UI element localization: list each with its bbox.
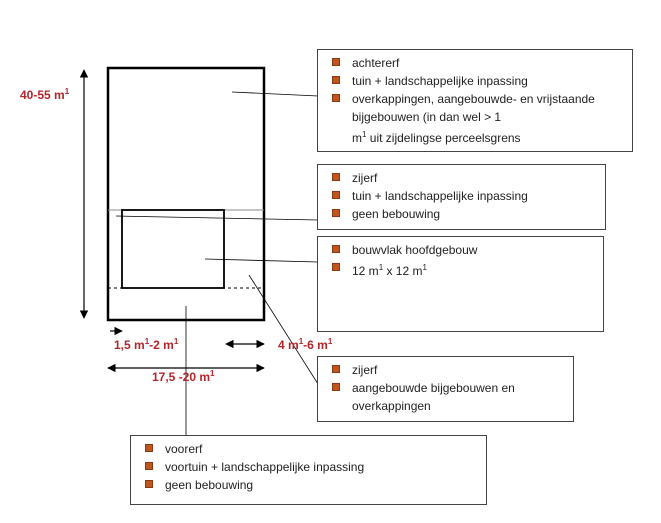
leader-achtererf — [231, 91, 319, 97]
bullet-icon — [145, 480, 153, 488]
list-item: zijerf — [332, 169, 599, 187]
list-item: geen bebouwing — [145, 476, 480, 494]
bullet-icon — [332, 94, 340, 102]
bullet-icon — [332, 209, 340, 217]
list-item: geen bebouwing — [332, 205, 599, 223]
leader-zijerf-top — [115, 215, 319, 221]
bullet-icon — [332, 191, 340, 199]
bullet-icon — [332, 365, 340, 373]
callout-zijerf-top: zijerf tuin + landschappelijke inpassing… — [317, 164, 606, 230]
building-footprint — [121, 209, 225, 289]
side-left-label: 1,5 m1-2 m1 — [114, 337, 179, 352]
bullet-icon — [332, 76, 340, 84]
bullet-icon — [332, 58, 340, 66]
list-item: 12 m1 x 12 m1 — [332, 259, 597, 280]
depth-label: 40-55 m1 — [20, 87, 70, 102]
bullet-icon — [332, 245, 340, 253]
list-item: overkappingen, aangebouwde- en vrijstaan… — [332, 90, 626, 147]
callout-bouwvlak: bouwvlak hoofdgebouw 12 m1 x 12 m1 — [317, 236, 604, 332]
bullet-icon — [145, 462, 153, 470]
list-item: tuin + landschappelijke inpassing — [332, 187, 599, 205]
bullet-icon — [332, 383, 340, 391]
plot-outline — [106, 66, 266, 322]
width-label: 17,5 -20 m1 — [152, 369, 215, 384]
bullet-icon — [332, 173, 340, 181]
bullet-icon — [332, 263, 340, 271]
leader-bouwvlak — [204, 258, 319, 263]
side-right-label: 4 m1-6 m1 — [278, 337, 333, 352]
callout-achtererf: achtererf tuin + landschappelijke inpass… — [317, 49, 633, 152]
list-item: tuin + landschappelijke inpassing — [332, 72, 626, 90]
list-item: achtererf — [332, 54, 626, 72]
list-item: zijerf — [332, 361, 567, 379]
callout-zijerf-bottom: zijerf aangebouwde bijgebouwen en overka… — [317, 356, 574, 422]
leader-zijerf-bottom — [248, 274, 319, 385]
list-item: aangebouwde bijgebouwen en overkappingen — [332, 379, 567, 415]
callout-voorerf: voorerf voortuin + landschappelijke inpa… — [130, 435, 487, 505]
list-item: voortuin + landschappelijke inpassing — [145, 458, 480, 476]
list-item: voorerf — [145, 440, 480, 458]
list-item: bouwvlak hoofdgebouw — [332, 241, 597, 259]
bullet-icon — [145, 444, 153, 452]
